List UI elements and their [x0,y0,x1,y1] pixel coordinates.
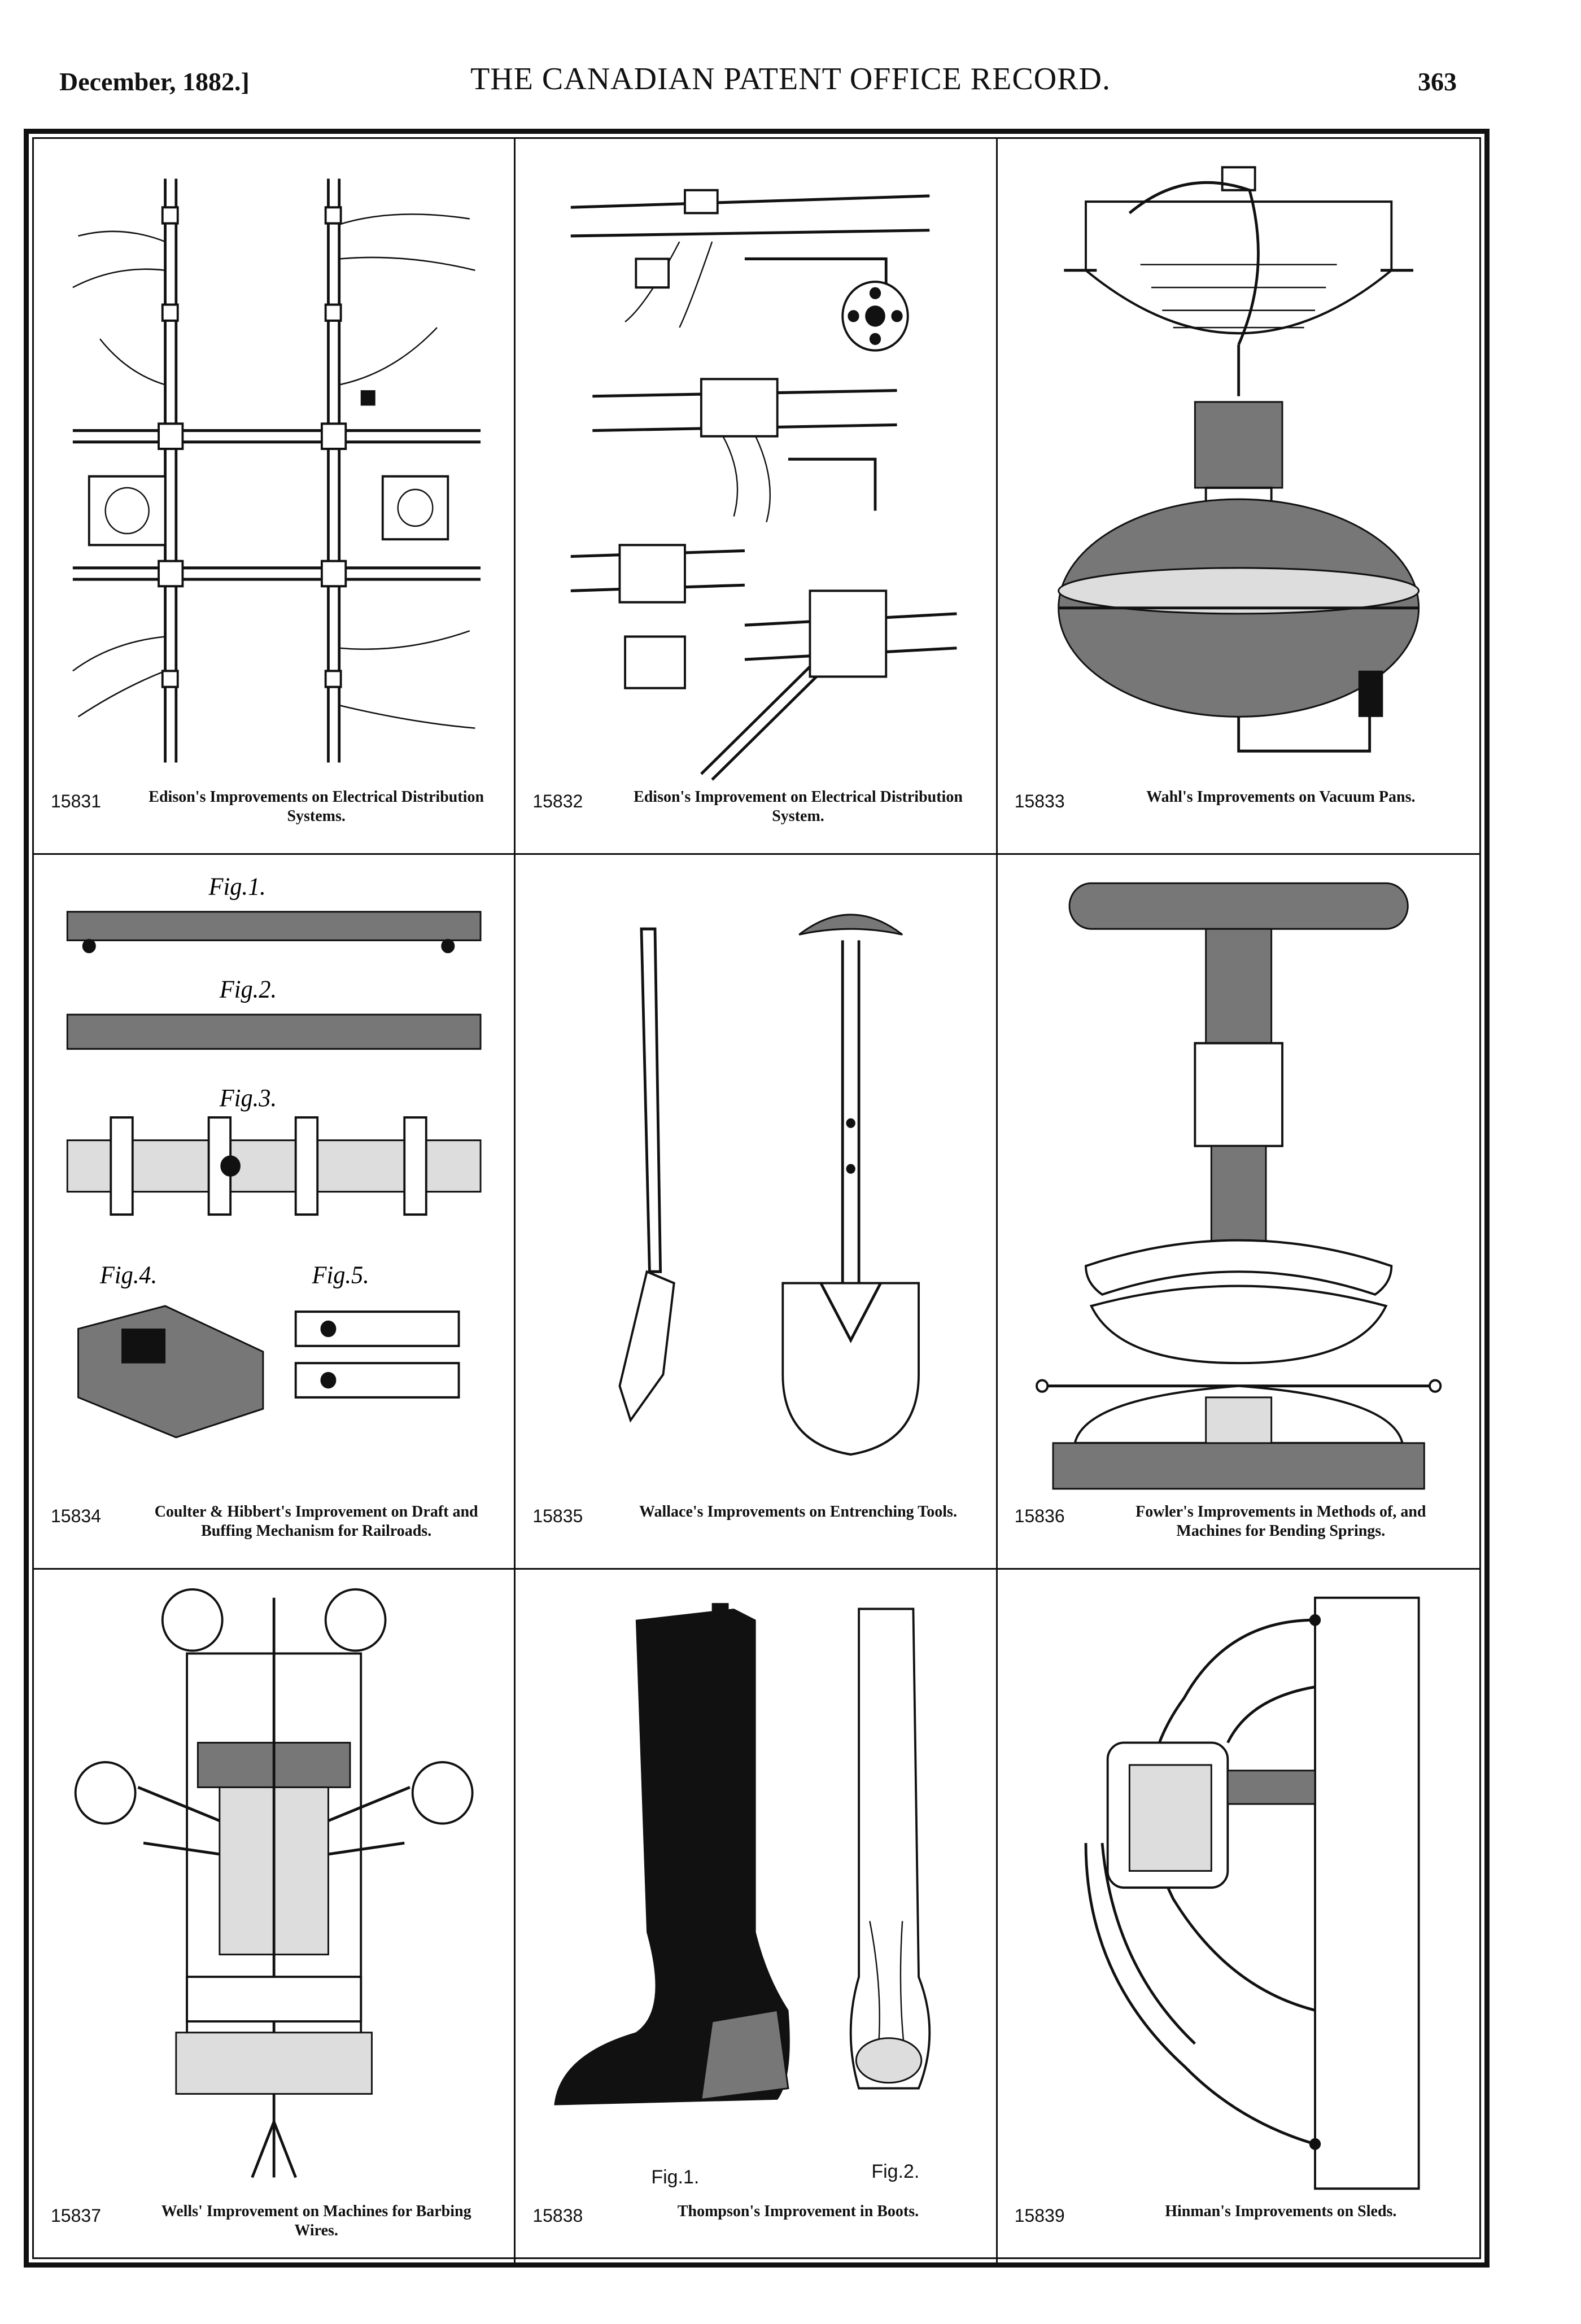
patent-caption: 15832 Edison's Improvement on Electrical… [527,785,984,836]
issue-date: December, 1882.] [59,67,250,96]
electrical-conductor-junctions-drawing [538,156,973,785]
vacuum-pan-drawing [1020,156,1457,785]
electrical-distribution-grid-drawing [56,156,491,785]
patent-title: Wahl's Improvements on Vacuum Pans. [1146,788,1416,806]
patent-title: Hinman's Improvements on Sleds. [1165,2203,1397,2220]
patent-number: 15838 [532,2205,583,2226]
patent-caption: 15837 Wells' Improvement on Machines for… [45,2200,503,2251]
railroad-fig4-label: Fig.4. [99,1261,157,1289]
patent-caption: 15836 Fowler's Improvements in Methods o… [1009,1500,1468,1551]
patent-number: 15837 [51,2205,101,2226]
page-number: 363 [1418,67,1457,96]
patent-number: 15835 [532,1506,583,1526]
boot-fig1-label: Fig.1. [651,2166,700,2188]
patent-caption: 15831 Edison's Improvements on Electrica… [45,785,503,836]
draft-buffing-mechanism-drawing: Fig.1. Fig.2. Fig.3. Fig.4. Fig.5. [56,872,491,1500]
patent-cell-15838: Fig.1. Fig.2. 15838 Thompson's Improveme… [516,1570,998,2268]
page-header: December, 1882.] THE CANADIAN PATENT OFF… [0,62,1581,117]
patent-caption: 15839 Hinman's Improvements on Sleds. [1009,2200,1468,2251]
patent-cell-15837: 15837 Wells' Improvement on Machines for… [34,1570,516,2268]
patent-title: Edison's Improvement on Electrical Distr… [634,788,963,825]
patent-caption: 15838 Thompson's Improvement in Boots. [527,2200,984,2251]
boot-drawing: Fig.1. Fig.2. [538,1587,973,2200]
patent-cell-15831: 15831 Edison's Improvements on Electrica… [34,139,516,855]
patent-title: Wallace's Improvements on Entrenching To… [639,1503,957,1521]
patent-title: Edison's Improvements on Electrical Dist… [149,788,484,825]
spring-bending-press-drawing [1020,872,1457,1500]
patent-caption: 15834 Coulter & Hibbert's Improvement on… [45,1500,503,1551]
patent-caption: 15833 Wahl's Improvements on Vacuum Pans… [1009,785,1468,836]
boot-fig2-label: Fig.2. [871,2161,920,2182]
entrenching-tool-drawing [538,872,973,1500]
patent-cell-15833: 15833 Wahl's Improvements on Vacuum Pans… [997,139,1479,855]
patent-cell-15835: 15835 Wallace's Improvements on Entrench… [516,855,998,1570]
railroad-fig2-label: Fig.2. [219,976,277,1003]
patent-title: Wells' Improvement on Machines for Barbi… [161,2203,471,2239]
patent-title: Fowler's Improvements in Methods of, and… [1135,1503,1426,1540]
patent-number: 15834 [51,1506,101,1526]
patent-grid: 15831 Edison's Improvements on Electrica… [34,139,1479,2268]
patent-number: 15836 [1014,1506,1065,1526]
patent-number: 15833 [1014,791,1065,811]
railroad-fig1-label: Fig.1. [208,873,266,901]
patent-cell-15834: Fig.1. Fig.2. Fig.3. Fig.4. Fig.5. [34,855,516,1570]
patent-title: Coulter & Hibbert's Improvement on Draft… [154,1503,478,1540]
railroad-fig3-label: Fig.3. [219,1084,277,1112]
patent-title: Thompson's Improvement in Boots. [677,2203,919,2220]
patent-number: 15839 [1014,2205,1065,2226]
patent-cell-15832: 15832 Edison's Improvement on Electrical… [516,139,998,855]
patent-number: 15832 [532,791,583,811]
patent-cell-15836: 15836 Fowler's Improvements in Methods o… [997,855,1479,1570]
plate-frame: 15831 Edison's Improvements on Electrica… [24,129,1490,2268]
patent-cell-15839: 15839 Hinman's Improvements on Sleds. [998,1570,1479,2268]
wire-barbing-machine-drawing [56,1587,491,2200]
plate-inner-border: 15831 Edison's Improvements on Electrica… [32,137,1481,2268]
sled-runner-drawing [1020,1587,1457,2200]
railroad-fig5-label: Fig.5. [312,1261,369,1289]
publication-title: THE CANADIAN PATENT OFFICE RECORD. [470,62,1111,97]
patent-number: 15831 [51,791,101,811]
patent-caption: 15835 Wallace's Improvements on Entrench… [527,1500,984,1551]
